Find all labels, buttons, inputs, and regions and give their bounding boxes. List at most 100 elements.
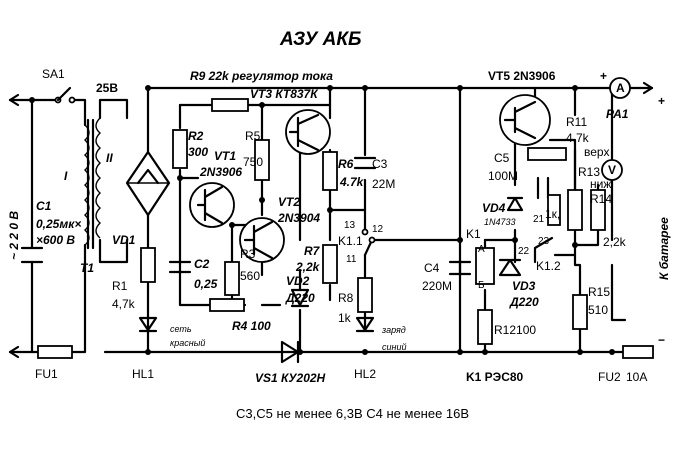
label-r14-value: 2,2k (603, 235, 627, 249)
label-vd4-type: 1N4733 (484, 217, 516, 227)
led-hl2 (355, 316, 375, 333)
label-r6-value: 4.7k (339, 175, 365, 189)
note-capacitor-voltages: С3,С5 не менее 6,3В С4 не менее 16В (236, 406, 469, 421)
label-r3-value: 560 (240, 269, 260, 283)
label-pin-12: 12 (372, 224, 384, 235)
label-c5-value: 100M (488, 169, 518, 183)
label-r2-value: 300 (188, 145, 208, 159)
label-k11: K1.1 (338, 234, 363, 248)
label-r15-value: 510 (588, 303, 608, 317)
capacitor-c4 (448, 260, 472, 276)
resistor-r6 (322, 151, 338, 191)
label-plus-top: + (600, 69, 607, 83)
label-k1-type: K1 РЭС80 (466, 370, 524, 384)
label-r2-name: R2 (188, 129, 204, 143)
label-25v: 25В (96, 81, 118, 95)
relay-coil-k1 (475, 247, 495, 285)
label-vd3-name: VD3 (512, 279, 536, 293)
label-r7-name: R7 (304, 244, 321, 258)
label-r3-name: R3 (240, 247, 256, 261)
label-hl1: HL1 (132, 367, 154, 381)
transistor-vt5 (499, 94, 551, 146)
label-r12: R12100 (494, 323, 536, 337)
transistor-vt1 (189, 182, 235, 228)
label-k12: K1.2 (536, 259, 561, 273)
label-winding-1: I (64, 169, 68, 183)
label-vt3: VT3 КТ837К (250, 87, 319, 101)
label-r13: R13 (578, 165, 600, 179)
label-r8-name: R8 (338, 291, 354, 305)
label-niz: ниж (590, 177, 611, 191)
capacitor-c1 (20, 246, 44, 264)
voltmeter-icon (601, 159, 623, 181)
label-r4: R4 100 (232, 319, 271, 333)
label-1k: 1к, (545, 207, 560, 221)
transformer-t1 (83, 117, 102, 250)
label-ammeter: A (616, 81, 625, 95)
label-vs1: VS1 КУ202Н (255, 371, 326, 385)
resistor-r7 (322, 244, 338, 284)
ammeter-pa1 (609, 77, 631, 99)
diagram-title: АЗУ АКБ (279, 29, 361, 50)
junction-dots (29, 85, 615, 355)
label-hl2: HL2 (354, 367, 376, 381)
label-vt5: VT5 2N3906 (488, 69, 556, 83)
label-r11-name: R11 (566, 115, 587, 129)
relay-contact-k12 (533, 236, 554, 264)
label-minus: − (658, 333, 665, 347)
label-r14: R14 (590, 192, 612, 206)
label-r7-value: 2,2k (295, 260, 321, 274)
label-vt1-type: 2N3906 (199, 165, 242, 179)
label-c5-name: C5 (494, 151, 510, 165)
transistor-vt3 (285, 109, 331, 155)
label-pa1: PA1 (606, 107, 629, 121)
label-pin-13: 13 (344, 220, 356, 231)
label-r6-name: R6 (338, 157, 354, 171)
label-t1: T1 (80, 261, 94, 275)
label-r9: R9 22k регулятор тока (190, 69, 333, 83)
resistor-r15 (572, 294, 588, 330)
resistor-r2 (172, 129, 188, 169)
resistor-r8 (357, 277, 373, 313)
fuse-fu1 (37, 345, 73, 359)
capacitor-c5 (536, 176, 550, 200)
label-pin-21: 21 (533, 214, 545, 225)
resistor-r4 (209, 298, 245, 312)
capacitor-c2 (168, 260, 192, 274)
label-mains: ~ 2 2 0 В (7, 211, 21, 260)
resistor-r5 (254, 139, 270, 181)
label-plus: + (658, 94, 665, 108)
resistor-r3 (224, 261, 240, 296)
label-pin-23: 23 (538, 236, 550, 247)
label-r15-name: R15 (588, 285, 610, 299)
resistor-1k (547, 194, 561, 226)
label-vd1: VD1 (112, 233, 136, 247)
label-verh: верх (584, 145, 609, 159)
label-pin-22: 22 (518, 246, 530, 257)
label-k1: K1 (466, 227, 481, 241)
label-vd4-name: VD4 (482, 201, 506, 215)
label-r1-name: R1 (112, 279, 128, 293)
label-vd2-type: Д220 (285, 291, 315, 305)
label-fu2-value: 10A (626, 370, 647, 384)
label-fu1: FU1 (35, 367, 58, 381)
diode-bridge-vd1 (125, 150, 171, 217)
fuse-fu2 (622, 345, 654, 359)
switch-sa1 (54, 86, 76, 104)
label-vd2-name: VD2 (286, 274, 310, 288)
label-c1-value: 0,25мк× (36, 217, 81, 231)
label-c2-value: 0,25 (194, 277, 218, 291)
capacitor-c3 (353, 156, 377, 170)
label-r1-value: 4,7k (112, 297, 136, 311)
resistor-r12 (477, 309, 493, 345)
label-winding-2: II (106, 151, 113, 165)
label-c3-name: C3 (372, 157, 388, 171)
label-hl2-color: заряд (381, 325, 406, 335)
label-r8-value: 1k (338, 311, 352, 325)
label-c4-name: C4 (424, 261, 440, 275)
label-c1-name: C1 (36, 199, 52, 213)
transistor-vt2 (239, 217, 285, 263)
label-relay-a: А (478, 244, 485, 255)
